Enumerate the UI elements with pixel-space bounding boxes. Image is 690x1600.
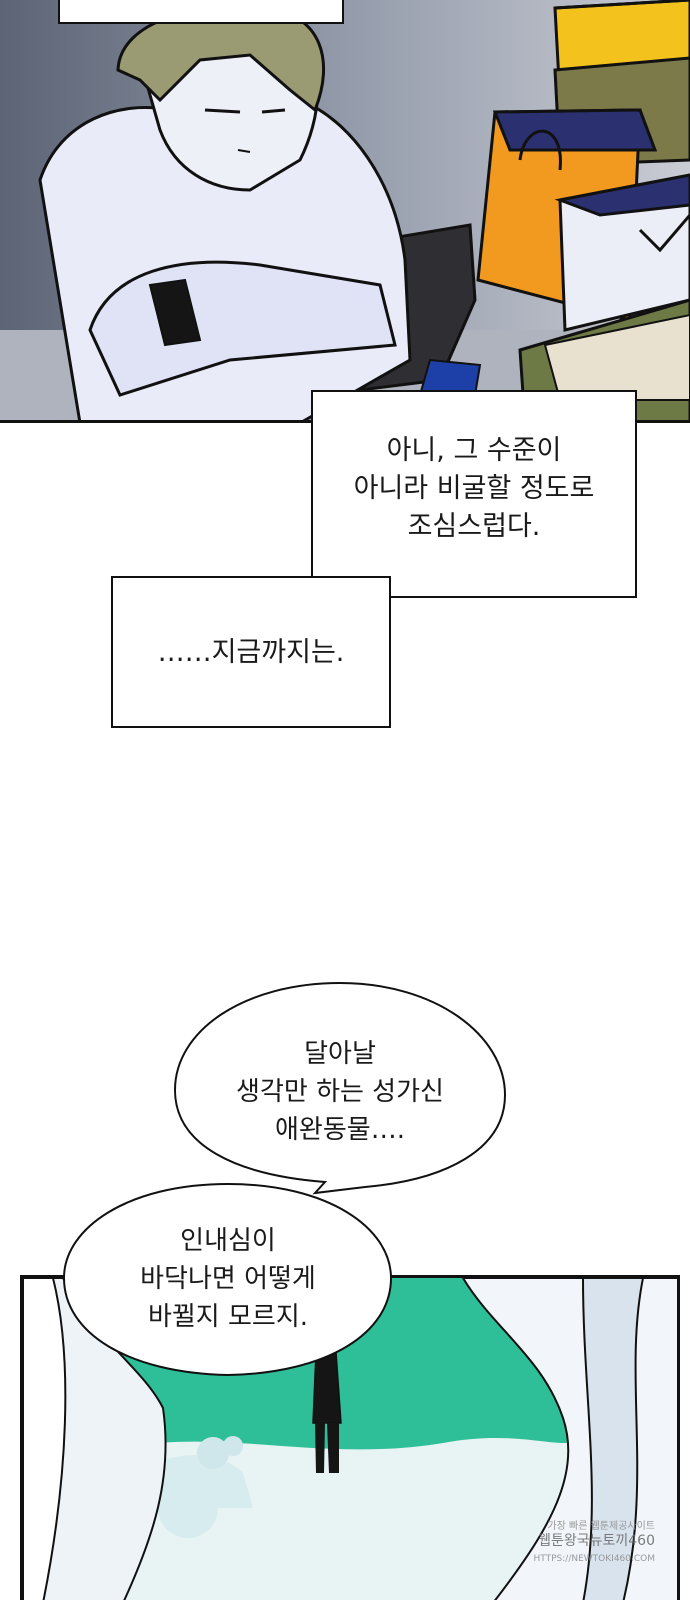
panel-man-with-shopping-bags bbox=[0, 0, 690, 423]
narration-box-1: 아니, 그 수준이 아니라 비굴할 정도로 조심스럽다. bbox=[311, 390, 637, 598]
speech-bubble-upper bbox=[173, 981, 507, 1195]
panel-1-illustration bbox=[0, 0, 690, 423]
narration-line: 조심스럽다. bbox=[407, 511, 541, 542]
narration-box-2: ……지금까지는. bbox=[111, 576, 391, 728]
bubble-line: 바뀔지 모르지. bbox=[147, 1302, 309, 1332]
site-watermark: 가장 빠른 웹툰제공사이트 웹툰왕국뉴토끼460 HTTPS://NEWTOKI… bbox=[510, 1520, 655, 1580]
bubble-line: 인내심이 bbox=[180, 1226, 276, 1256]
bubble-line: 바닥나면 어떻게 bbox=[140, 1264, 316, 1294]
narration-line: 아니, 그 수준이 bbox=[386, 435, 562, 466]
top-caption-fragment bbox=[58, 0, 344, 24]
bubble-line: 달아날 bbox=[304, 1039, 376, 1069]
watermark-line: 웹툰왕국뉴토끼460 bbox=[538, 1533, 655, 1549]
narration-line: ……지금까지는. bbox=[157, 637, 345, 668]
panel-teal-landscape bbox=[20, 1275, 680, 1600]
watermark-line: HTTPS://NEWTOKI460.COM bbox=[533, 1554, 655, 1564]
bubble-line: 생각만 하는 성가신 bbox=[236, 1077, 444, 1107]
panel-2-illustration bbox=[23, 1278, 677, 1600]
bubble-line: 애완동물…. bbox=[275, 1115, 405, 1145]
speech-bubble-lower bbox=[62, 1182, 393, 1377]
narration-line: 아니라 비굴할 정도로 bbox=[353, 473, 595, 504]
watermark-line: 가장 빠른 웹툰제공사이트 bbox=[547, 1521, 655, 1532]
